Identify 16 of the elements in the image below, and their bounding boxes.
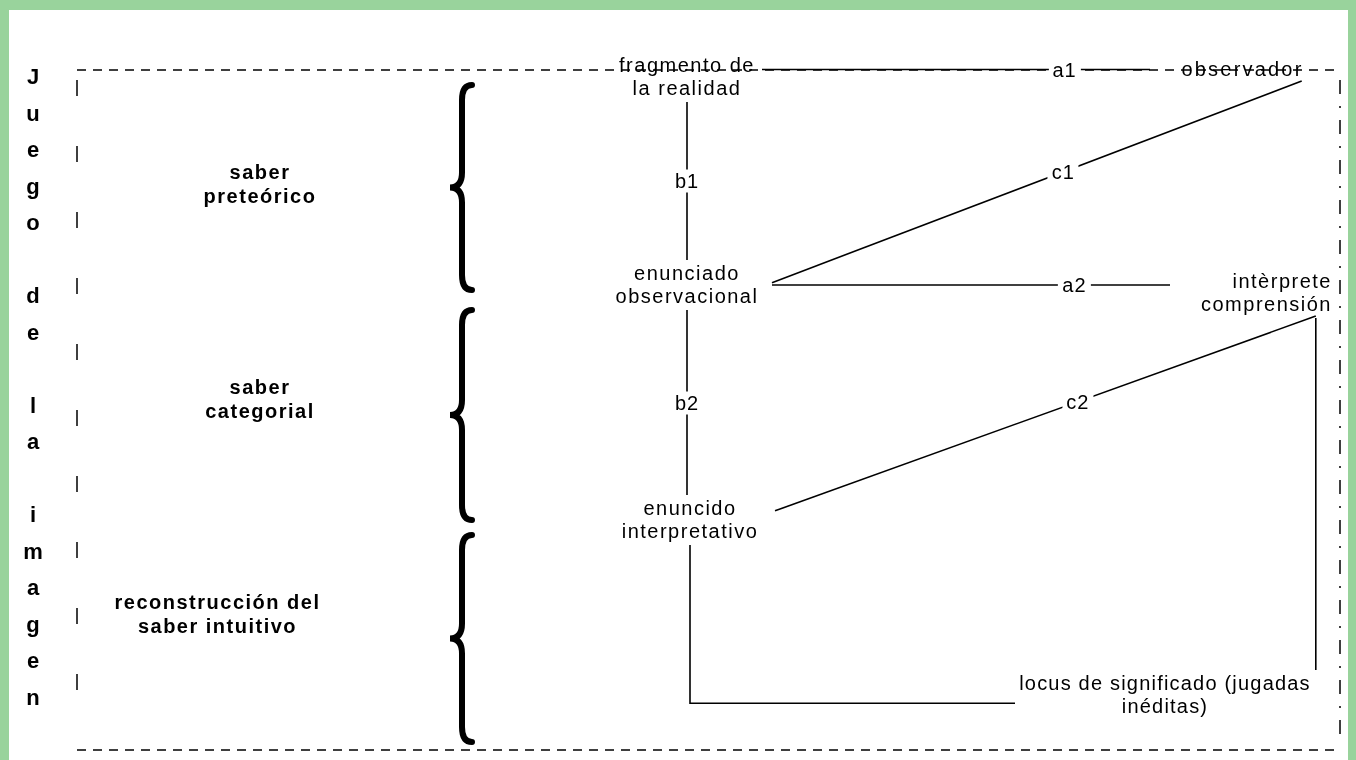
node-text: observador [1150,58,1335,81]
vertical-heading: Juego de la imagen [22,63,44,712]
connector-line [689,544,1016,705]
connector-line [1315,317,1317,671]
connector-line [761,68,1151,71]
node-text: locus de significado (jugadas inéditas) [1015,672,1315,718]
node-text: intèrprete comprensión [1170,270,1332,316]
section-label: reconstrucción del saber intuitivo [113,590,322,638]
section-label: saber preteórico [202,160,318,208]
node-text: enuncido interpretativo [605,497,775,543]
connector-line [771,80,1303,284]
section-label: saber categorial [204,375,316,423]
connector-line [774,315,1317,512]
connector-line [771,284,1171,286]
node-text: enunciado observacional [602,262,772,308]
node-text: fragmento de la realidad [612,54,762,100]
